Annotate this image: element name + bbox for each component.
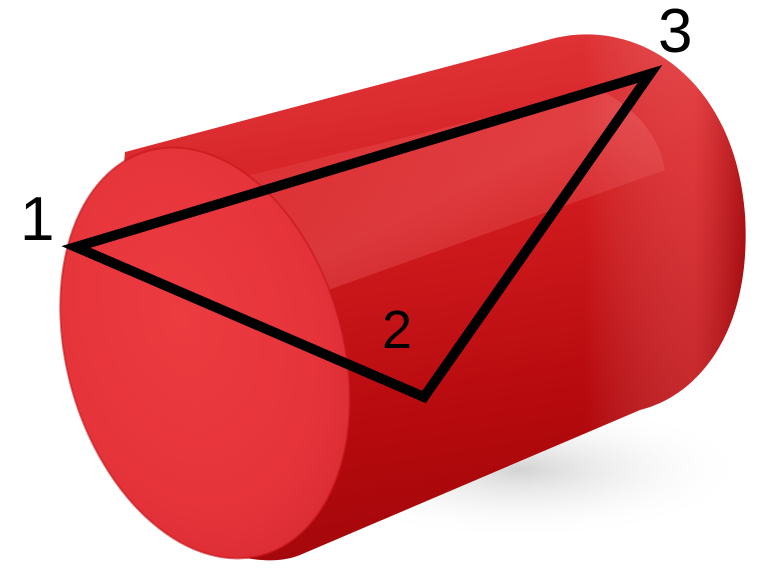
- vertex-label-3: 3: [658, 0, 692, 66]
- vertex-label-2: 2: [382, 300, 412, 360]
- vertex-label-1: 1: [20, 185, 54, 254]
